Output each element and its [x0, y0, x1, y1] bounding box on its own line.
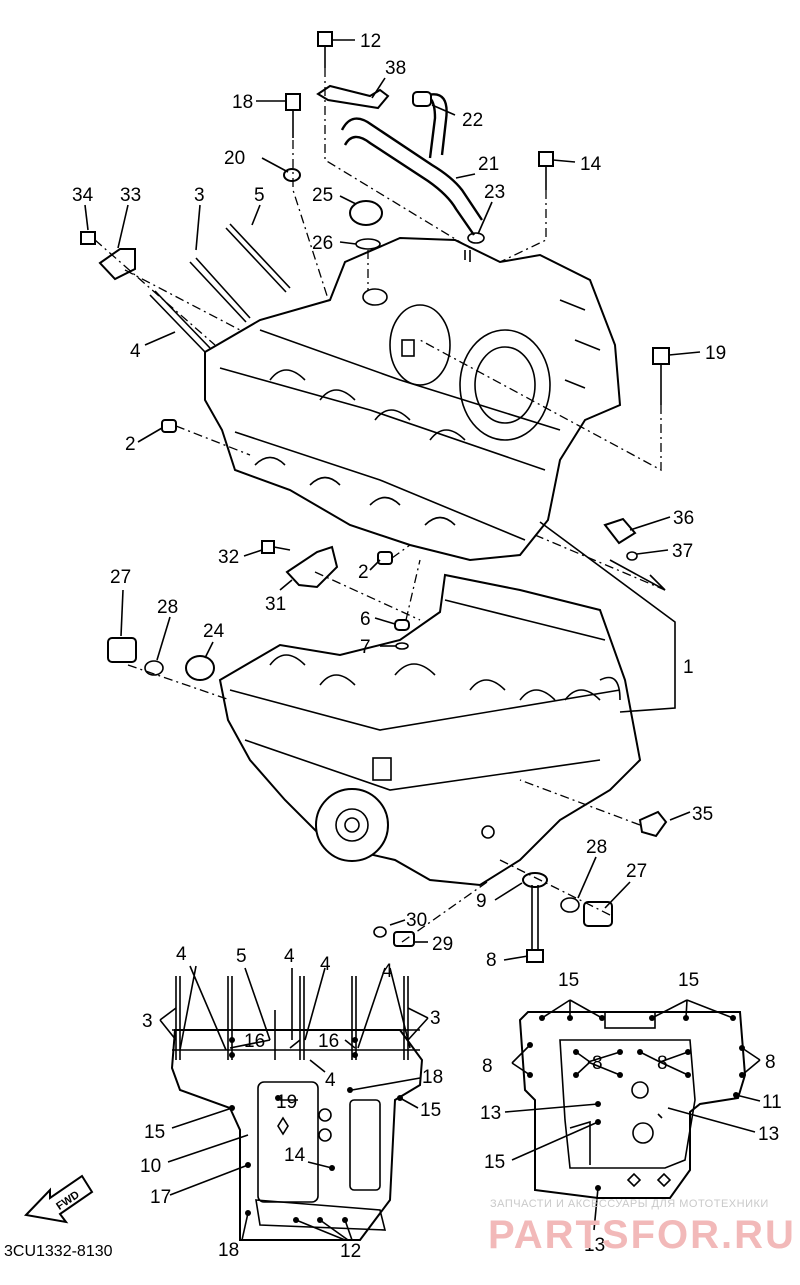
left-view-callout-15-right: 15: [420, 1100, 441, 1121]
watermark: ЗАПЧАСТИ И АКСЕССУАРЫ ДЛЯ МОТОТЕХНИКИ PA…: [488, 1198, 796, 1257]
callout-28b: 28: [586, 837, 607, 858]
right-view-callout-13-bottom: 13: [584, 1235, 605, 1256]
right-view-callout-15-left: 15: [484, 1152, 505, 1173]
right-view-callout-8-inner-b: 8: [657, 1053, 668, 1074]
callout-28: 28: [157, 597, 178, 618]
callout-2a: 2: [125, 434, 136, 455]
callout-36: 36: [673, 508, 694, 529]
left-view-callout-18-bottom: 18: [218, 1240, 239, 1261]
callout-31: 31: [265, 594, 286, 615]
right-bolt-layout-view: 15 15 8 8 8 8 11 13 13 15 13: [480, 970, 782, 1256]
left-view-callout-4d: 4: [382, 961, 393, 982]
left-view-callout-3-left: 3: [142, 1011, 153, 1032]
callout-12: 12: [360, 31, 381, 52]
right-view-callout-8-right: 8: [765, 1052, 776, 1073]
callout-19: 19: [705, 343, 726, 364]
callout-37: 37: [672, 541, 693, 562]
callout-32: 32: [218, 547, 239, 568]
right-view-callout-8-inner-a: 8: [592, 1053, 603, 1074]
left-view-callout-16b: 16: [318, 1031, 339, 1052]
callout-33: 33: [120, 185, 141, 206]
right-view-callout-11: 11: [762, 1092, 782, 1113]
left-view-callout-5: 5: [236, 946, 247, 967]
callout-6: 6: [360, 609, 371, 630]
left-view-callout-15-left: 15: [144, 1122, 165, 1143]
left-view-callout-19: 19: [276, 1092, 297, 1113]
left-view-callout-4b: 4: [284, 946, 295, 967]
left-view-callout-14: 14: [284, 1145, 306, 1166]
watermark-line1: ЗАПЧАСТИ И АКСЕССУАРЫ ДЛЯ МОТОТЕХНИКИ: [490, 1198, 769, 1210]
callout-26: 26: [312, 233, 333, 254]
left-view-callout-3-right: 3: [430, 1008, 441, 1029]
callout-4: 4: [130, 341, 141, 362]
left-bolt-layout-view: 4 5 4 4 4 3 3 16 16 4 18 19 15 15 10 14 …: [140, 944, 443, 1262]
right-view-callout-13-right: 13: [758, 1124, 779, 1145]
leader-lines: [84, 39, 701, 961]
callouts: 12 38 18 22 20 21 14 34 33 3 5 25 23 26 …: [72, 31, 726, 971]
left-view-callout-4c: 4: [320, 954, 331, 975]
callout-20: 20: [224, 148, 245, 169]
lower-crankcase: [218, 573, 642, 887]
callout-34: 34: [72, 185, 94, 206]
callout-3: 3: [194, 185, 205, 206]
part-code: 3CU1332-8130: [4, 1243, 113, 1260]
upper-crankcase: [204, 236, 622, 562]
left-view-callout-12: 12: [340, 1241, 361, 1262]
callout-7: 7: [360, 637, 371, 658]
left-view-callout-16a: 16: [244, 1031, 265, 1052]
callout-8: 8: [486, 950, 497, 971]
callout-2b: 2: [358, 562, 369, 583]
callout-21: 21: [478, 154, 499, 175]
callout-35: 35: [692, 804, 713, 825]
callout-24: 24: [203, 621, 225, 642]
left-view-callout-4a: 4: [176, 944, 187, 965]
callout-29: 29: [432, 934, 453, 955]
left-view-callout-10: 10: [140, 1156, 161, 1177]
right-view-callout-15b: 15: [678, 970, 699, 991]
right-view-callout-13-left: 13: [480, 1103, 501, 1124]
callout-22: 22: [462, 110, 483, 131]
watermark-line2: PARTSFOR.RU: [488, 1213, 796, 1257]
callout-23: 23: [484, 182, 505, 203]
left-view-callout-4-bottom: 4: [325, 1070, 336, 1091]
callout-27: 27: [110, 567, 131, 588]
assembly-centerlines: [94, 68, 676, 943]
right-view-callout-15a: 15: [558, 970, 579, 991]
callout-25: 25: [312, 185, 333, 206]
callout-9: 9: [476, 891, 487, 912]
left-view-callout-18: 18: [422, 1067, 443, 1088]
callout-1: 1: [683, 657, 694, 678]
fwd-arrow-icon: FWD: [23, 1174, 94, 1224]
left-view-callout-17: 17: [150, 1187, 171, 1208]
callout-18: 18: [232, 92, 253, 113]
callout-14: 14: [580, 154, 602, 175]
right-view-callout-8-left: 8: [482, 1056, 493, 1077]
small-parts: [80, 31, 670, 963]
callout-5: 5: [254, 185, 265, 206]
callout-30: 30: [406, 910, 427, 931]
callout-38: 38: [385, 58, 406, 79]
callout-27b: 27: [626, 861, 647, 882]
